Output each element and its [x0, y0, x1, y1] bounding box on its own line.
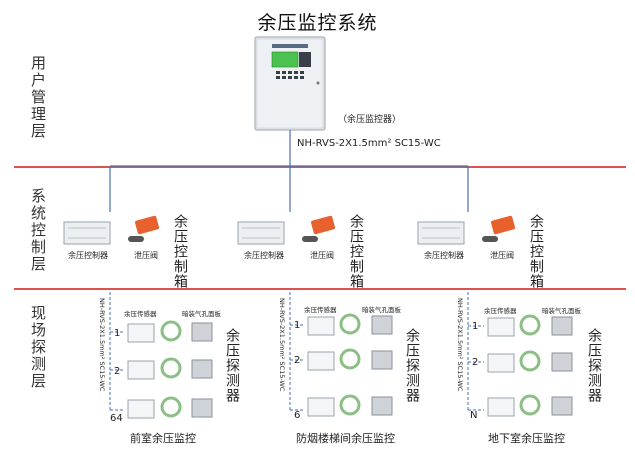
zone-2-panel-label: 暗装气孔面板: [362, 306, 401, 314]
zone-3-control-box: 余压控制箱: [528, 214, 544, 289]
zone-1-valve-label: 泄压阀: [134, 251, 158, 260]
zone-3-index-3: N: [470, 410, 478, 421]
zone-2-valve-label: 泄压阀: [310, 251, 334, 260]
zone-3-index-1: 1: [472, 321, 479, 332]
zone-2-footer: 防烟楼梯间余压监控: [296, 432, 395, 445]
zone-3-index-2: 2: [472, 357, 479, 368]
zone-3-valve-label: 泄压阀: [490, 251, 514, 260]
zone-2-cable: NH-RVS-2X1.5mm² SC15-WC: [278, 298, 286, 392]
zone-2-index-3: 6: [294, 410, 301, 421]
zone-1-index-3: 64: [110, 413, 123, 424]
zone-1-control-box: 余压控制箱: [172, 214, 188, 289]
zone-2-detector: 余压探测器: [404, 328, 420, 403]
page-title: 余压监控系统: [257, 12, 378, 34]
zone-1-index-2: 2: [114, 366, 121, 377]
layer-label-user: 用户管理层: [29, 55, 47, 140]
zone-3-detector: 余压探测器: [586, 328, 602, 403]
zone-1-detector: 余压探测器: [224, 328, 240, 403]
zone-1-sensor-label: 余压传感器: [124, 310, 157, 318]
layer-label-control: 系统控制层: [29, 188, 47, 273]
zone-2-control-box: 余压控制箱: [348, 214, 364, 289]
main-cable-label: NH-RVS-2X1.5mm² SC15-WC: [297, 138, 441, 149]
zone-1-cable: NH-RVS-2X1.5mm² SC15-WC: [98, 298, 106, 392]
zone-2-controller-label: 余压控制器: [244, 251, 284, 260]
zone-2-index-1: 1: [294, 320, 301, 331]
monitor-caption: （余压监控器）: [338, 115, 402, 125]
zone-2-index-2: 2: [294, 355, 301, 366]
zone-3-panel-label: 暗装气孔面板: [542, 307, 581, 315]
zone-1-index-1: 1: [114, 328, 121, 339]
zone-1-panel-label: 暗装气孔面板: [182, 310, 221, 318]
zone-3-footer: 地下室余压监控: [488, 432, 565, 445]
monitor-cabinet: [254, 36, 326, 131]
zone-2-sensor-label: 余压传感器: [304, 306, 337, 314]
divider-user-control: [14, 166, 626, 168]
zone-1-footer: 前室余压监控: [130, 432, 196, 445]
layer-label-field: 现场探测层: [29, 305, 47, 390]
zone-3-controller-label: 余压控制器: [424, 251, 464, 260]
zone-3-sensor-label: 余压传感器: [484, 307, 517, 315]
zone-3-cable: NH-RVS-2X1.5mm² SC15-WC: [456, 298, 464, 392]
divider-control-field: [14, 288, 626, 290]
zone-1-controller-label: 余压控制器: [68, 251, 108, 260]
